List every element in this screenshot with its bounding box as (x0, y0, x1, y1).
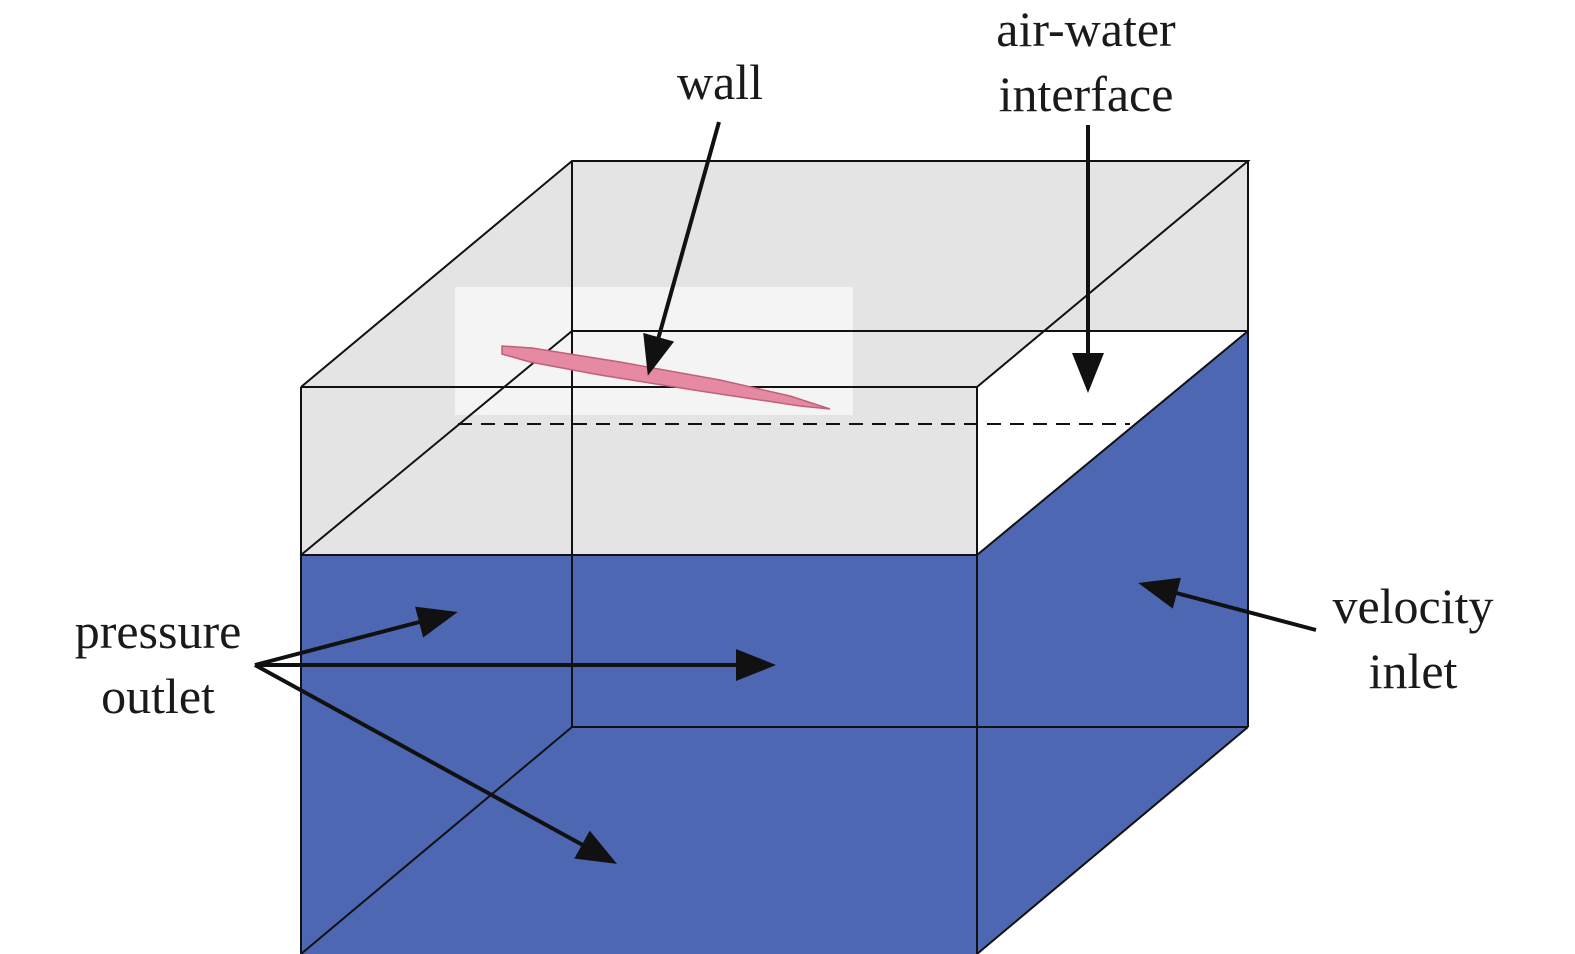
wall-body (501, 345, 831, 410)
interface-label-line2: interface (999, 66, 1174, 122)
velocity-inlet-arrow (1138, 577, 1317, 632)
bottom-left-edge (300, 726, 573, 954)
pressure-outlet-arrow-upper (254, 606, 458, 667)
pressure-label-line2: outlet (101, 668, 215, 724)
wall-label: wall (677, 54, 763, 110)
pressure-outlet-arrow-lower (254, 663, 618, 864)
velocity-label-line1: velocity (1332, 578, 1493, 634)
velocity-label-line2: inlet (1369, 643, 1458, 699)
right-free-surface-edge (976, 330, 1249, 556)
wall-arrow (643, 121, 721, 376)
pressure-label-line1: pressure (75, 603, 242, 659)
water-front-face (301, 555, 977, 954)
left-free-surface-edge (300, 330, 573, 556)
water-side-face (977, 331, 1248, 954)
interface-label-line1: air-water (996, 1, 1176, 57)
bottom-right-edge (976, 726, 1249, 954)
air-region-front (301, 387, 977, 555)
